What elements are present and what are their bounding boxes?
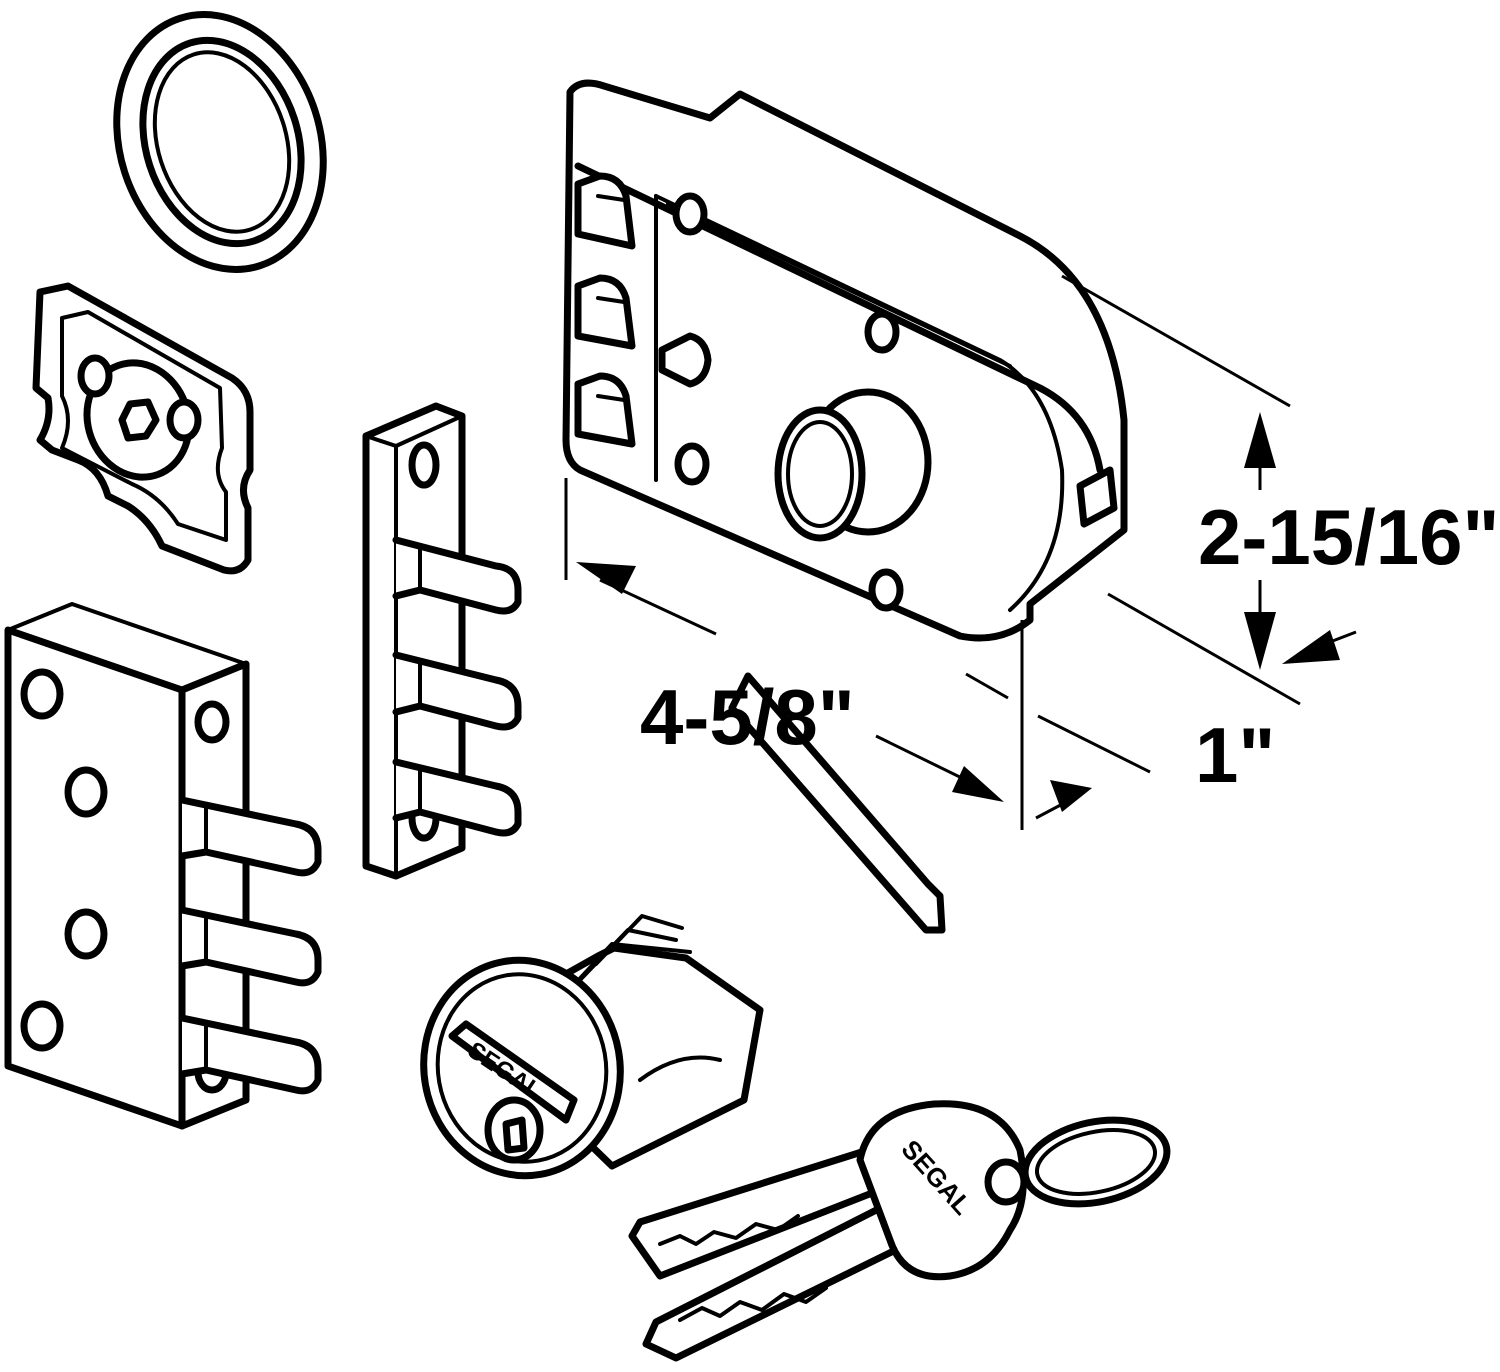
dimension-lines bbox=[564, 274, 1357, 830]
mounting-plate bbox=[32, 282, 254, 575]
strike-plate bbox=[362, 402, 522, 880]
keys: SEGAL bbox=[628, 1100, 1171, 1362]
lock-body bbox=[562, 79, 1128, 642]
depth-dimension-label: 1" bbox=[1195, 711, 1276, 799]
angle-strike bbox=[4, 602, 322, 1130]
width-dimension-label: 4-5/8" bbox=[640, 673, 855, 761]
lock-cylinder: SEGAL bbox=[420, 672, 946, 1180]
height-dimension-label: 2-15/16" bbox=[1198, 493, 1500, 581]
trim-ring bbox=[113, 11, 327, 273]
